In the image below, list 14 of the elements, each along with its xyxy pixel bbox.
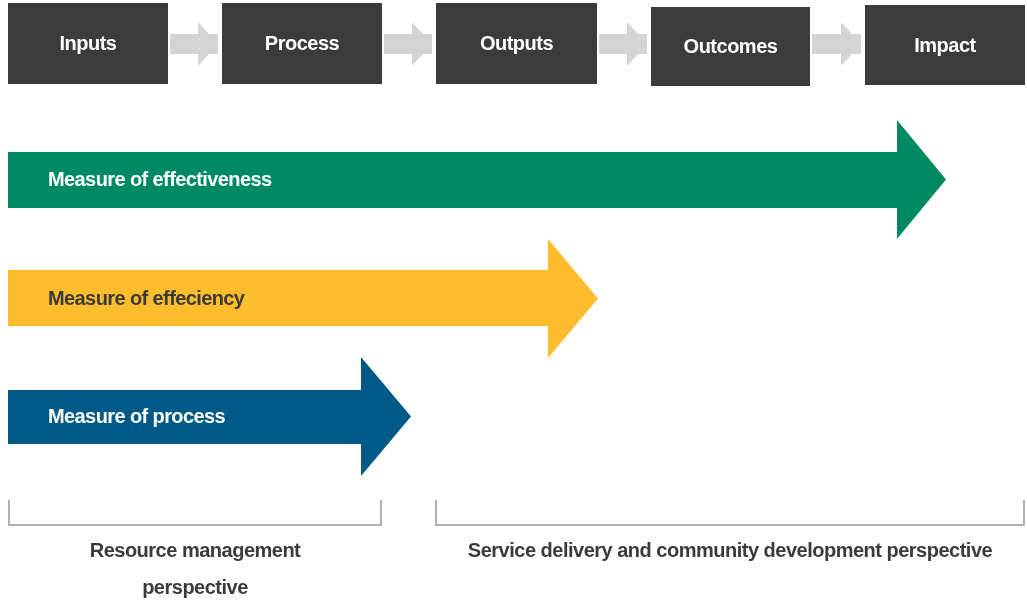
stage-box: Outcomes bbox=[651, 7, 810, 86]
flow-arrow bbox=[599, 22, 647, 66]
arrow-label: Measure of effectiveness bbox=[48, 167, 272, 191]
arrow-label: Measure of process bbox=[48, 404, 226, 428]
flow-arrow bbox=[384, 22, 432, 66]
perspective-label: Resource management perspective bbox=[88, 538, 302, 600]
stage-box: Outputs bbox=[436, 3, 597, 84]
arrow-label: Measure of effeciency bbox=[48, 286, 245, 310]
stage-box: Impact bbox=[865, 5, 1025, 85]
stage-box: Inputs bbox=[8, 3, 168, 84]
perspective-label: Service delivery and community development perspective bbox=[466, 538, 994, 563]
flow-arrow bbox=[170, 22, 218, 66]
flow-arrow bbox=[812, 22, 861, 66]
stage-box: Process bbox=[222, 3, 382, 84]
